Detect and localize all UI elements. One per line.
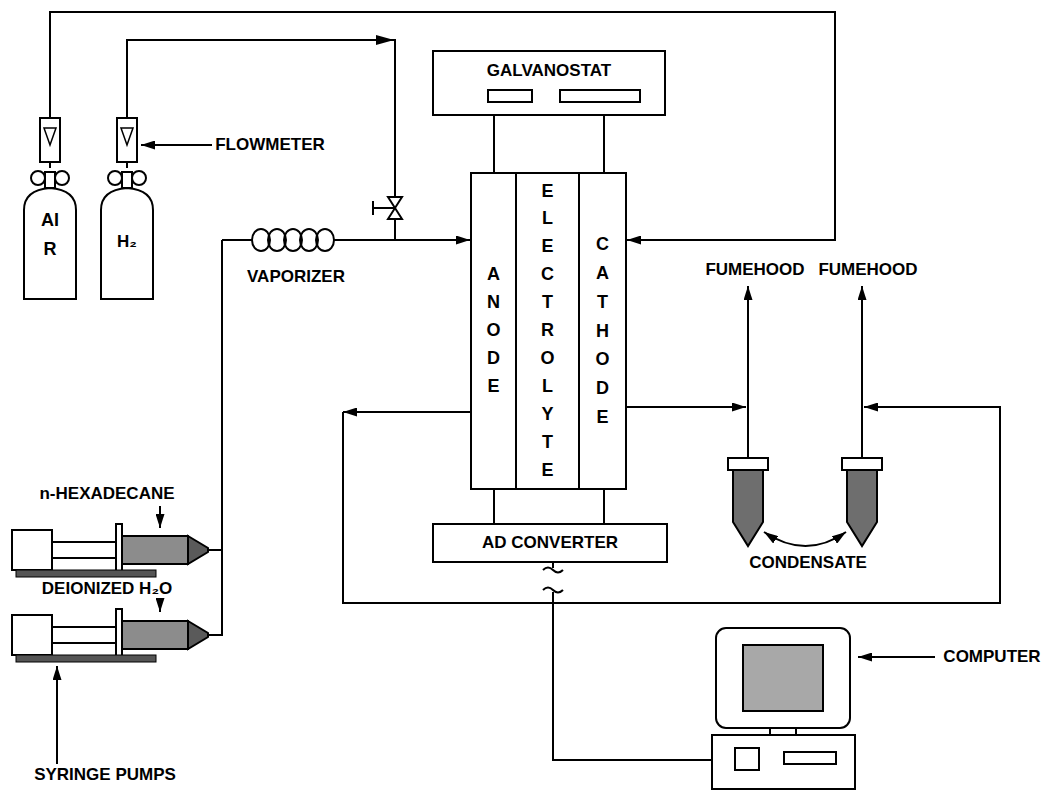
- electrode-band: CATHODE: [578, 172, 627, 490]
- part-label: DEIONIZED H₂O: [42, 579, 172, 599]
- connector-line: [493, 116, 495, 172]
- exhaust-line: [627, 406, 746, 408]
- flowmeter: [117, 118, 137, 162]
- vaporizer-coil: [222, 229, 395, 251]
- electrode-band: ANODE: [470, 172, 517, 490]
- vent-arrow: [747, 286, 749, 458]
- connector-line: [493, 490, 495, 523]
- feed-line: [208, 549, 222, 551]
- syringe-pump: [12, 524, 208, 577]
- gas-cylinder: AIR: [21, 168, 79, 300]
- node-label: H₂: [117, 232, 137, 252]
- flowmeter: [40, 118, 60, 162]
- condensate-tube: [728, 458, 768, 546]
- part-label: COMPUTER: [943, 647, 1040, 667]
- electrolyte-band: ELECTROLYTE: [515, 172, 580, 490]
- part-label: VAPORIZER: [247, 267, 345, 287]
- connector-line: [603, 490, 605, 523]
- condensate-tube: [842, 458, 882, 546]
- cylinder-outline: [21, 168, 79, 300]
- exhaust-line: [343, 411, 470, 413]
- leader-arrow: [159, 599, 161, 612]
- connector-line: [603, 116, 605, 172]
- valve: [373, 197, 402, 219]
- leader-arrow: [858, 656, 935, 658]
- part-label: n-HEXADECANE: [39, 484, 174, 504]
- leader-arrow: [764, 532, 846, 546]
- part-label: FUMEHOOD: [818, 260, 917, 280]
- node-label: ANODE: [485, 261, 503, 400]
- node-label: GALVANOSTAT: [487, 61, 611, 81]
- gas-cylinder: H₂: [98, 168, 156, 300]
- node-label: ELECTROLYTE: [539, 178, 557, 485]
- node-label: AIR: [41, 206, 59, 264]
- computer-symbol: [712, 628, 855, 789]
- feed-line: [208, 240, 222, 635]
- connector-line: [50, 12, 835, 240]
- vent-arrow: [861, 286, 863, 458]
- leader-arrow: [141, 144, 212, 146]
- leader-arrow: [159, 506, 161, 528]
- node-label: AD CONVERTER: [482, 533, 618, 553]
- part-label: FLOWMETER: [215, 135, 325, 155]
- connector-line: [127, 40, 470, 240]
- converter-box: AD CONVERTER: [432, 523, 668, 563]
- leader-arrow: [56, 666, 58, 764]
- flow-arrow: [376, 35, 394, 45]
- power-supply-box: GALVANOSTAT: [432, 50, 666, 116]
- part-label: SYRINGE PUMPS: [34, 765, 176, 785]
- node-label: CATHODE: [594, 230, 612, 432]
- part-label: CONDENSATE: [749, 553, 867, 573]
- signal-line: [543, 558, 712, 760]
- part-label: FUMEHOOD: [705, 260, 804, 280]
- syringe-pump: [12, 609, 208, 662]
- exhaust-line: [343, 407, 1000, 603]
